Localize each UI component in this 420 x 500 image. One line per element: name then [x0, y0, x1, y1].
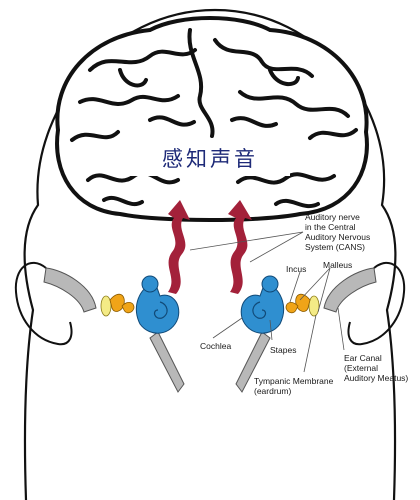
left-ear — [14, 262, 73, 346]
wavy-up-arrow-icon — [228, 200, 252, 294]
diagram-title: 感知声音 — [130, 142, 290, 176]
label-tympanic-membrane: Tympanic Membrane (eardrum) — [254, 376, 334, 396]
left-inner-ear — [100, 275, 180, 334]
right-lower-tube — [235, 331, 271, 393]
label-malleus: Malleus — [323, 260, 353, 270]
head-outline — [23, 8, 397, 500]
left-ear-canal-tube — [43, 267, 97, 313]
label-incus: Incus — [286, 264, 307, 274]
label-auditory-nerve: Auditory nerve in the Central Auditory N… — [305, 212, 371, 252]
label-cochlea: Cochlea — [200, 341, 232, 351]
wavy-up-arrow-icon — [168, 200, 190, 294]
leader-lines — [189, 231, 345, 373]
right-ear — [347, 262, 406, 346]
right-inner-ear — [240, 275, 320, 334]
label-ear-canal: Ear Canal (External Auditory Meatus) — [344, 353, 409, 383]
brain — [55, 16, 369, 222]
label-stapes: Stapes — [270, 345, 297, 355]
left-lower-tube — [149, 331, 185, 393]
right-ear-canal-tube — [323, 267, 377, 313]
